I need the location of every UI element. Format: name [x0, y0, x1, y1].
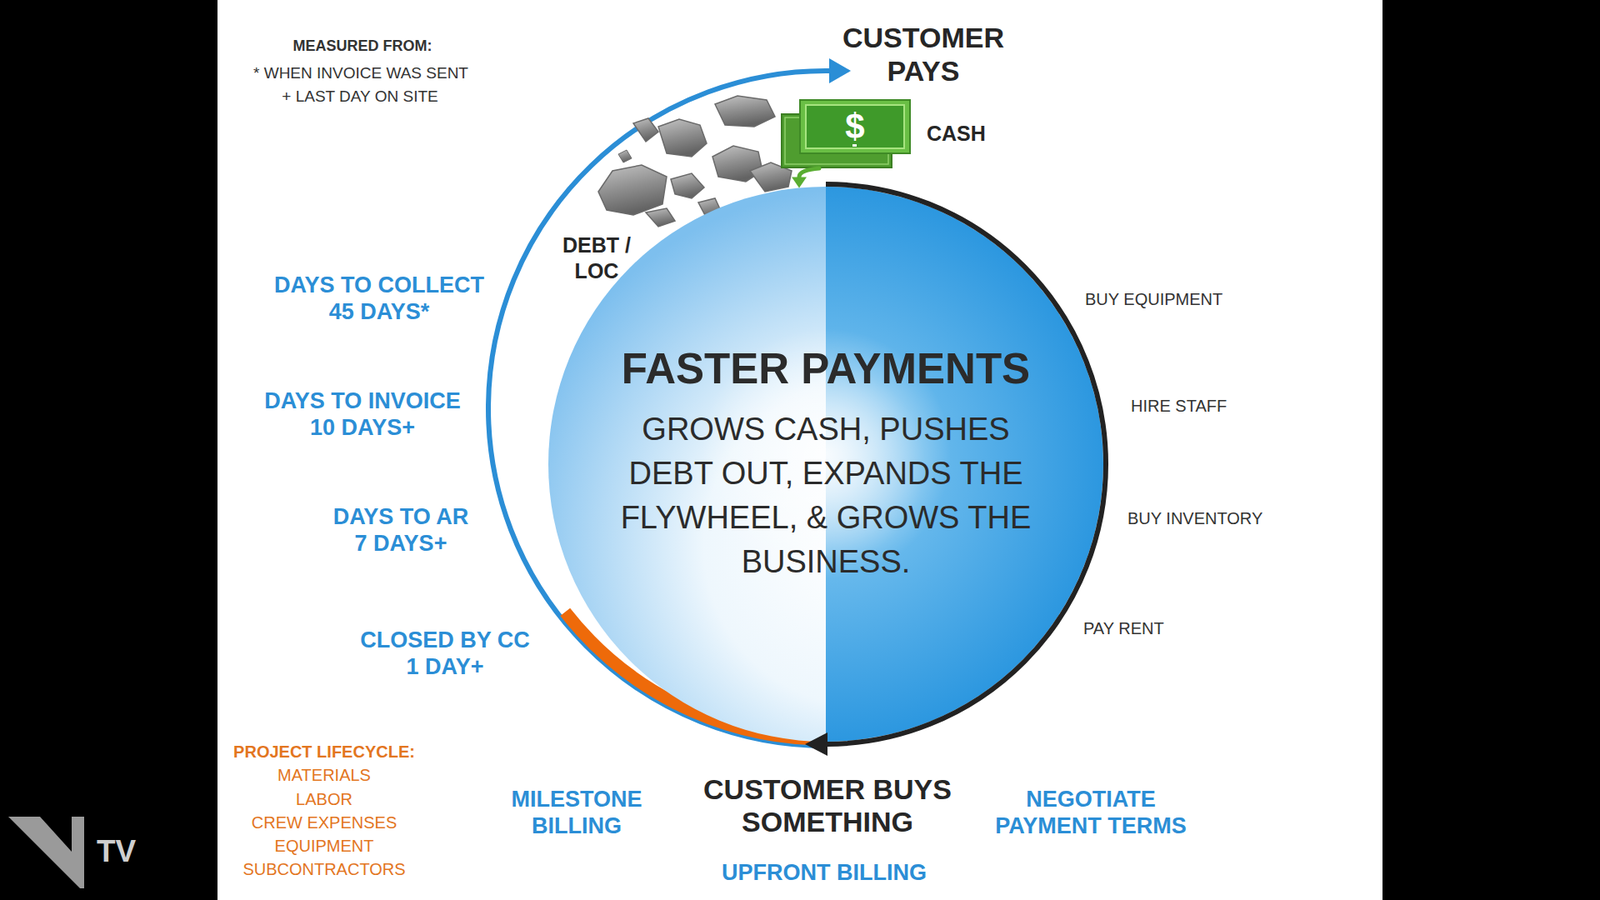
- spend-label: BUY EQUIPMENT: [1085, 289, 1335, 310]
- lifecycle-item: EQUIPMENT: [207, 834, 441, 858]
- lifecycle-item: SUBCONTRACTORS: [207, 857, 441, 881]
- front-bill: [800, 100, 910, 154]
- note-heading: MEASURED FROM:: [220, 35, 505, 56]
- circle-title: FASTER PAYMENTS: [548, 344, 1104, 395]
- cash-flow-arrow: [791, 168, 820, 189]
- spend-label: BUY INVENTORY: [1127, 508, 1370, 529]
- lifecycle-item: LABOR: [207, 787, 441, 811]
- tactic-label: NEGOTIATE PAYMENT TERMS: [982, 785, 1200, 840]
- metric-label: DAYS TO INVOICE 10 DAYS+: [256, 387, 470, 441]
- note-text: + LAST DAY ON SITE: [218, 86, 502, 107]
- metric-label: CLOSED BY CC 1 DAY+: [355, 626, 535, 680]
- rock: [715, 95, 775, 127]
- rock: [658, 119, 707, 157]
- metric-label: DAYS TO AR 7 DAYS+: [328, 503, 475, 557]
- flywheel-circle: FASTER PAYMENTS GROWS CASH, PUSHES DEBT O…: [548, 186, 1104, 742]
- cash-label: CASH: [926, 120, 1027, 146]
- debt-label: DEBT / LOC: [550, 232, 643, 285]
- arrow-head: [829, 58, 851, 84]
- rock: [618, 150, 632, 163]
- spend-label: PAY RENT: [1083, 618, 1334, 639]
- rock: [633, 118, 659, 142]
- circle-body: GROWS CASH, PUSHES DEBT OUT, EXPANDS THE…: [609, 407, 1043, 585]
- cash-bill: $: [780, 99, 911, 169]
- arrow-shaft: [799, 168, 820, 178]
- rock: [670, 173, 705, 199]
- dollar-sign: $: [800, 99, 910, 154]
- metric-label: DAYS TO COLLECT 45 DAYS*: [265, 271, 495, 325]
- rock: [598, 165, 667, 215]
- lifecycle-item: MATERIALS: [207, 763, 441, 787]
- tactic-label: UPFRONT BILLING: [690, 859, 958, 886]
- rock: [645, 208, 675, 227]
- spend-label: HIRE STAFF: [1130, 395, 1365, 416]
- stage-label: CUSTOMER BUYS SOMETHING: [694, 773, 961, 839]
- tactic-label: MILESTONE BILLING: [501, 785, 652, 840]
- lifecycle-heading: PROJECT LIFECYCLE:: [207, 740, 441, 764]
- stage-label: CUSTOMER PAYS: [831, 20, 1015, 88]
- lifecycle-item: CREW EXPENSES: [207, 810, 441, 835]
- watermark: TV: [96, 833, 172, 870]
- note-text: * WHEN INVOICE WAS SENT: [219, 63, 503, 84]
- logo-mark: [8, 816, 85, 889]
